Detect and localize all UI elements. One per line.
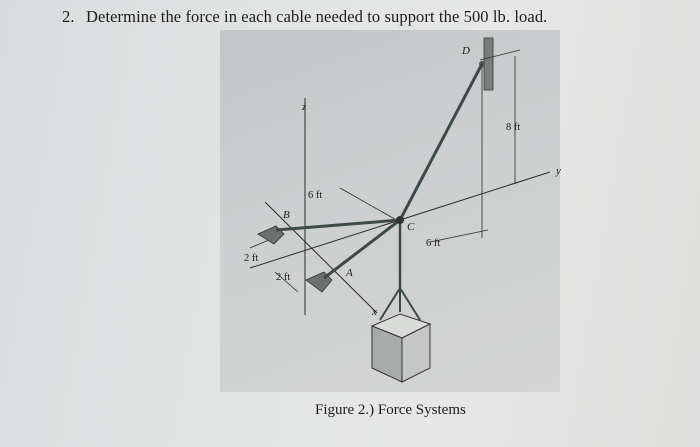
crate-right-face — [401, 323, 431, 383]
problem-text: Determine the force in each cable needed… — [86, 7, 548, 26]
dim-top-extension — [479, 49, 521, 61]
x-axis — [264, 201, 378, 314]
cable-ca — [323, 218, 401, 280]
label-point-c: C — [407, 221, 415, 233]
label-point-a: A — [345, 267, 353, 279]
junction-c — [396, 216, 404, 224]
wall-post-d — [483, 37, 494, 91]
dim-label-c-x: 6 ft — [426, 238, 440, 249]
force-system-diagram: D B C A z y x 8 ft 6 ft 6 ft 2 ft 2 ft — [244, 37, 561, 383]
load-rigging — [379, 287, 421, 321]
problem-number: 2. — [62, 7, 75, 26]
label-axis-x: x — [371, 306, 377, 318]
dim-c-x-line — [429, 229, 489, 243]
dim-label-b-x: 2 ft — [244, 253, 258, 264]
label-axis-z: z — [301, 101, 307, 113]
problem-statement: 2. Determine the force in each cable need… — [62, 7, 547, 27]
dim-label-c-y: 6 ft — [308, 190, 322, 201]
cable-cd — [398, 63, 484, 221]
label-point-d: D — [461, 45, 470, 57]
dim-label-height-d: 8 ft — [506, 122, 520, 133]
label-point-b: B — [283, 209, 290, 221]
dim-label-a-b: 2 ft — [276, 272, 290, 283]
cable-cb — [275, 218, 401, 232]
dim-c-y-line — [339, 187, 401, 223]
dim-ab-line — [274, 271, 299, 293]
figure-caption: Figure 2.) Force Systems — [315, 402, 466, 418]
label-axis-y: y — [555, 165, 561, 177]
